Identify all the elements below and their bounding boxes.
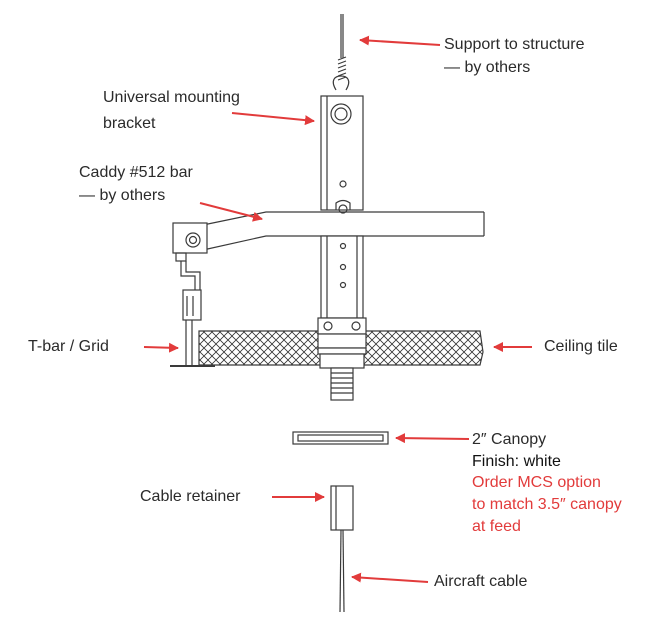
bracket-lower-section <box>320 235 364 319</box>
tbar-clip <box>180 261 202 366</box>
bracket-label-line1: Universal mounting <box>103 89 240 106</box>
ceiling-tile-label: Ceiling tile <box>544 338 618 355</box>
caddy-bar <box>172 211 485 262</box>
mcs-note-line3: at feed <box>472 518 521 535</box>
caddy-label-line1: Caddy #512 bar <box>79 164 193 181</box>
red-arrow-icon <box>351 572 429 583</box>
bracket-label-line2: bracket <box>103 115 156 132</box>
support-label-line2: — by others <box>444 59 531 76</box>
aircraft-cable-label: Aircraft cable <box>434 573 528 590</box>
caddy-label-line2: — by others <box>79 187 166 204</box>
universal-mounting-bracket <box>320 95 364 214</box>
red-arrow-icon <box>143 342 179 353</box>
canopy <box>292 431 389 445</box>
retainer-label: Cable retainer <box>140 488 241 505</box>
canopy-label: 2″ Canopy <box>472 431 547 448</box>
support-wire <box>332 14 350 91</box>
aircraft-cable <box>339 529 345 613</box>
red-arrow-icon <box>231 112 315 126</box>
red-arrow-icon <box>395 433 470 444</box>
red-arrow-icon <box>199 202 263 222</box>
threaded-stud <box>317 317 367 401</box>
red-arrow-icon <box>359 35 441 46</box>
mcs-note-line1: Order MCS option <box>472 474 601 491</box>
mcs-note-line2: to match 3.5″ canopy <box>472 496 622 513</box>
tbar-label: T-bar / Grid <box>28 338 109 355</box>
cable-retainer <box>330 485 354 531</box>
support-label-line1: Support to structure <box>444 36 585 53</box>
finish-label: Finish: white <box>472 453 561 470</box>
